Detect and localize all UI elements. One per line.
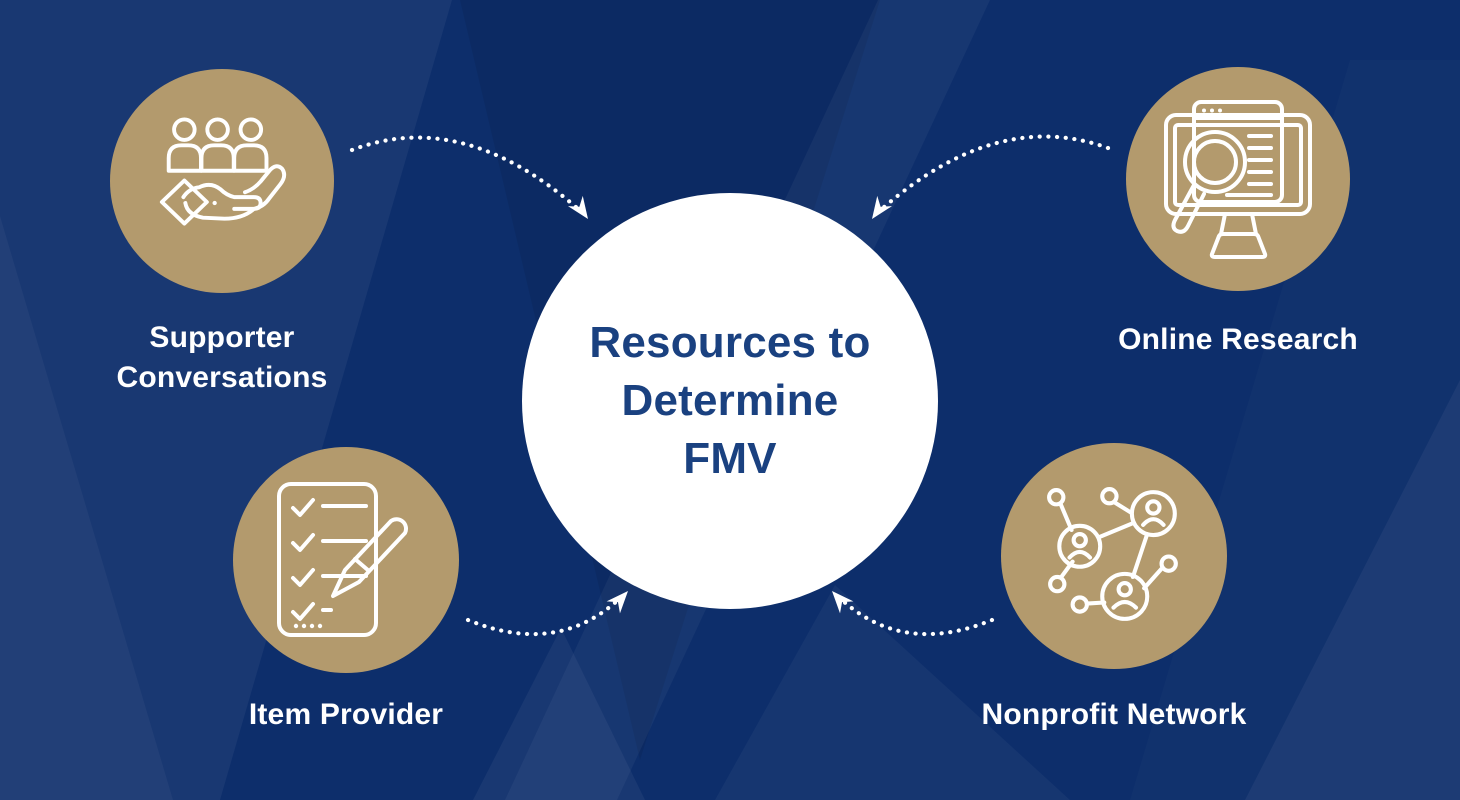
center-title-line: Resources to [589,318,871,367]
node-circle-item-provider [233,447,459,673]
arrowhead-icon [606,591,628,614]
checklist-pen-icon [277,482,408,637]
label-line: Nonprofit Network [981,698,1247,731]
arrow-top-right [872,134,1111,219]
node-circle-online-research [1126,67,1350,291]
arrow-bottom-right [832,591,995,637]
arrow-bottom-left [465,591,628,637]
people-network-icon [1047,487,1178,621]
center-title-line: FMV [683,434,777,483]
center-circle: Resources to Determine FMV [522,193,938,609]
node-label-nonprofit-network: Nonprofit Network [924,695,1304,735]
arrowhead-icon [872,195,892,219]
node-label-supporter-conversations: Supporter Conversations [32,318,412,398]
monitor-search-icon [1164,100,1312,259]
label-line: Supporter [149,321,295,354]
node-circle-supporter-conversations [110,69,334,293]
label-line: Online Research [1118,323,1358,356]
node-label-item-provider: Item Provider [156,695,536,735]
arrowhead-icon [832,591,854,614]
people-in-hand-icon [159,117,287,226]
node-label-online-research: Online Research [1048,320,1428,360]
arrowhead-icon [568,195,588,219]
label-line: Item Provider [248,698,444,731]
center-title: Resources to Determine FMV [589,314,870,488]
label-line: Conversations [116,361,328,394]
arrow-top-left [349,135,588,219]
node-circle-nonprofit-network [1001,443,1227,669]
center-title-line: Determine [621,376,839,425]
